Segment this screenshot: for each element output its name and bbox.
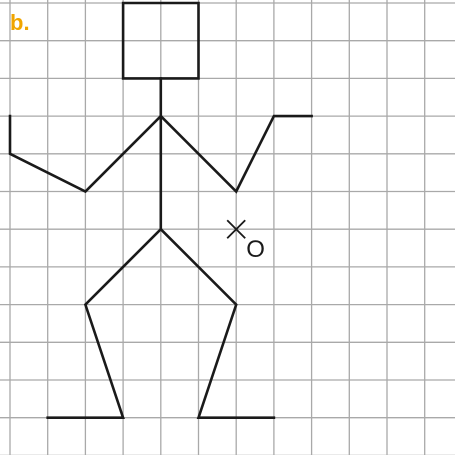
figure-left-arm — [8, 114, 163, 194]
center-point: O — [226, 219, 265, 263]
figure-right-leg — [158, 227, 276, 420]
panel-label: b. — [10, 10, 30, 35]
center-point-label: O — [246, 236, 265, 263]
stick-figure — [8, 1, 313, 420]
figure-right-arm — [158, 114, 313, 194]
center-point-cross-stroke-b — [226, 219, 246, 239]
figure-head — [121, 1, 200, 80]
figure-left-leg — [46, 227, 163, 420]
